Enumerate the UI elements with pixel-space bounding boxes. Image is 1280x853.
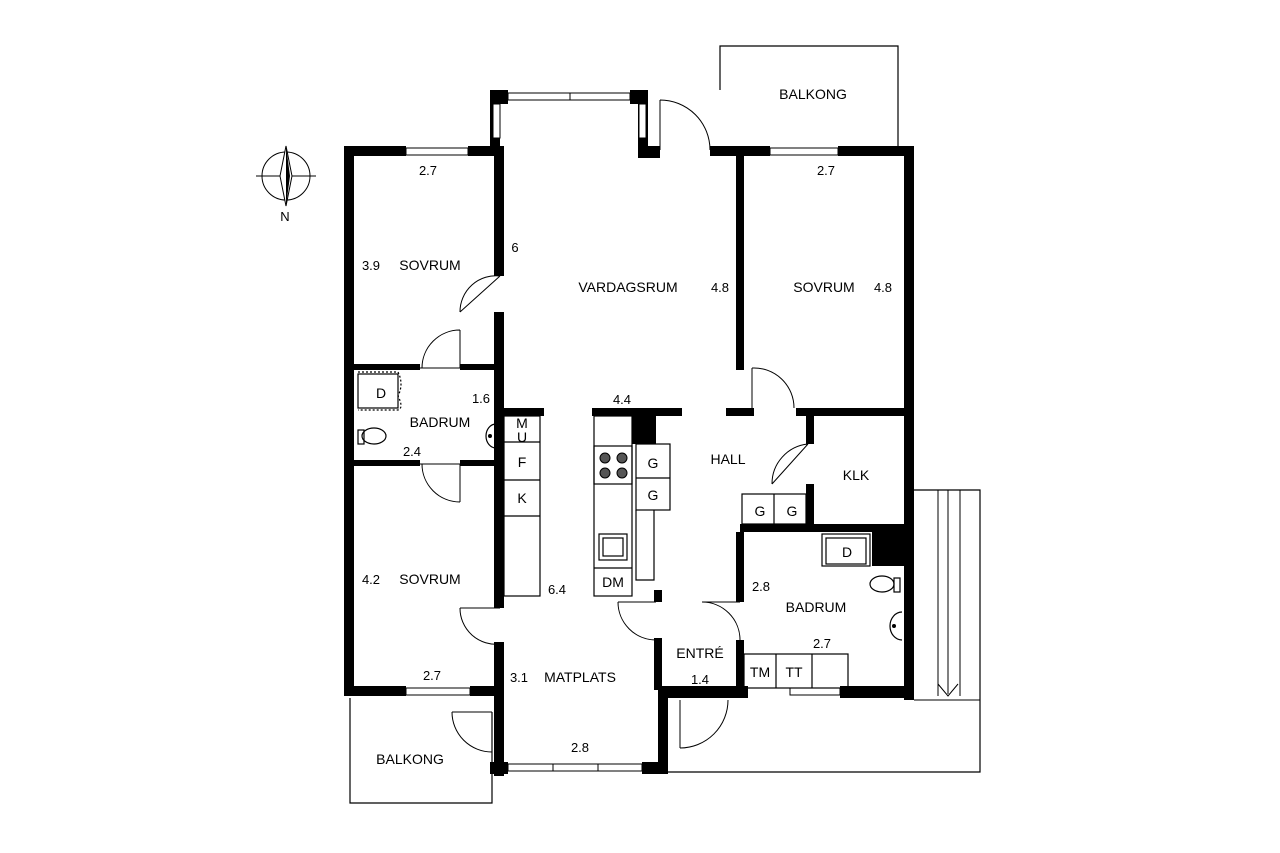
dim-sovrum-nw-width: 2.7 bbox=[419, 163, 437, 178]
fixture-m-label: M bbox=[516, 415, 528, 431]
room-label-matplats: MATPLATS bbox=[544, 669, 616, 685]
dim-sovrum-ne-depth: 4.8 bbox=[874, 280, 892, 295]
dim-sovrum-nw-depth: 3.9 bbox=[362, 258, 380, 273]
fixture-tm-label: TM bbox=[750, 664, 770, 680]
room-label-badrum-west: BADRUM bbox=[410, 414, 471, 430]
fixture-g-hall-2-label: G bbox=[787, 503, 798, 519]
fixture-d-east-label: D bbox=[842, 544, 852, 560]
room-label-hall: HALL bbox=[710, 451, 745, 467]
dim-kitchen-width: 4.4 bbox=[613, 392, 631, 407]
room-label-entre: ENTRÉ bbox=[676, 645, 723, 661]
room-label-sovrum-nw: SOVRUM bbox=[399, 257, 460, 273]
dim-vardagsrum-depth: 4.8 bbox=[711, 280, 729, 295]
windows bbox=[405, 92, 841, 772]
room-label-sovrum-ne: SOVRUM bbox=[793, 279, 854, 295]
fixture-u-label: U bbox=[517, 429, 527, 445]
fixture-k-label: K bbox=[517, 490, 527, 506]
fixture-tt-label: TT bbox=[785, 664, 803, 680]
fixture-g2-label: G bbox=[648, 487, 659, 503]
dim-sovrum-ne-width: 2.7 bbox=[817, 163, 835, 178]
north-arrow-icon bbox=[256, 145, 316, 207]
room-label-sovrum-sw: SOVRUM bbox=[399, 571, 460, 587]
kitchen-counter bbox=[593, 415, 671, 597]
room-label-klk: KLK bbox=[843, 467, 870, 483]
kitchen-cabinets-west bbox=[503, 415, 541, 597]
balcony-bottom-outline bbox=[349, 698, 493, 804]
exterior-walls bbox=[344, 90, 914, 776]
dim-vardagsrum-side: 6 bbox=[511, 240, 518, 255]
dim-badrum-east-width: 2.7 bbox=[813, 636, 831, 651]
dim-kitchen-depth: 6.4 bbox=[548, 582, 566, 597]
dim-badrum-west-depth: 1.6 bbox=[472, 391, 490, 406]
hall-wardrobes bbox=[741, 493, 807, 525]
interior-walls bbox=[344, 150, 912, 690]
room-label-badrum-east: BADRUM bbox=[786, 599, 847, 615]
balcony-top-outline bbox=[719, 45, 899, 148]
dim-sovrum-sw-width: 2.7 bbox=[423, 668, 441, 683]
bathroom-west-fixtures bbox=[357, 371, 497, 449]
room-label-balkong-top: BALKONG bbox=[779, 86, 847, 102]
dim-sovrum-sw-depth: 4.2 bbox=[362, 572, 380, 587]
compass-north-label: N bbox=[280, 209, 289, 224]
dim-matplats-depth: 3.1 bbox=[510, 670, 528, 685]
dim-matplats-width: 2.8 bbox=[571, 740, 589, 755]
bathroom-east-fixtures bbox=[743, 533, 903, 689]
doors bbox=[420, 99, 809, 753]
fixture-dm-label: DM bbox=[602, 574, 624, 590]
fixture-d-west-label: D bbox=[376, 385, 386, 401]
dim-entre-width: 1.4 bbox=[691, 672, 709, 687]
fixture-g-hall-1-label: G bbox=[755, 503, 766, 519]
fixture-f-label: F bbox=[518, 454, 527, 470]
dim-badrum-west-width: 2.4 bbox=[403, 444, 421, 459]
room-label-vardagsrum: VARDAGSRUM bbox=[578, 279, 677, 295]
room-label-balkong-bottom: BALKONG bbox=[376, 751, 444, 767]
entry-ramp bbox=[668, 489, 981, 773]
fixture-g1-label: G bbox=[648, 455, 659, 471]
dim-badrum-east-depth: 2.8 bbox=[752, 579, 770, 594]
